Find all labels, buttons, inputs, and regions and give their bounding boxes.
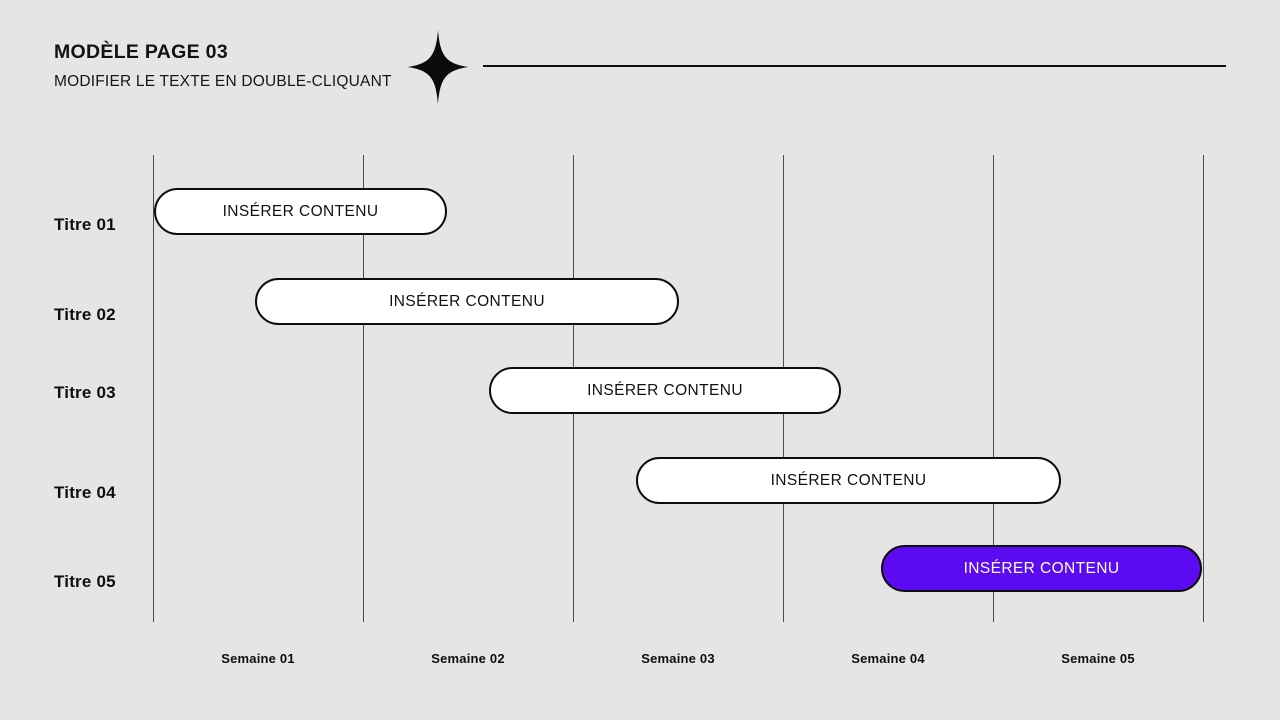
gridline (993, 155, 994, 622)
row-label-titre-05[interactable]: Titre 05 (54, 572, 116, 591)
gridline (1203, 155, 1204, 622)
page-subtitle[interactable]: MODIFIER LE TEXTE EN DOUBLE-CLIQUANT (54, 73, 392, 90)
column-label-semaine-02[interactable]: Semaine 02 (431, 651, 505, 666)
row-label-titre-02[interactable]: Titre 02 (54, 305, 116, 324)
gantt-bar-row-1[interactable]: INSÉRER CONTENU (154, 188, 447, 235)
gantt-bar-row-5-accent[interactable]: INSÉRER CONTENU (881, 545, 1202, 592)
gantt-bar-row-4[interactable]: INSÉRER CONTENU (636, 457, 1061, 504)
gantt-bar-label: INSÉRER CONTENU (770, 471, 927, 489)
gantt-bar-label: INSÉRER CONTENU (389, 292, 545, 310)
gantt-bar-label: INSÉRER CONTENU (587, 381, 743, 399)
column-label-semaine-03[interactable]: Semaine 03 (641, 651, 715, 666)
column-label-semaine-04[interactable]: Semaine 04 (851, 651, 925, 666)
row-label-titre-04[interactable]: Titre 04 (54, 483, 116, 502)
column-label-semaine-01[interactable]: Semaine 01 (221, 651, 295, 666)
page-title[interactable]: MODÈLE PAGE 03 (54, 41, 228, 63)
gantt-bar-row-3[interactable]: INSÉRER CONTENU (489, 367, 841, 414)
gridline (153, 155, 154, 622)
row-label-titre-03[interactable]: Titre 03 (54, 383, 116, 402)
sparkle-icon (407, 30, 469, 104)
column-label-semaine-05[interactable]: Semaine 05 (1061, 651, 1135, 666)
gantt-bar-row-2[interactable]: INSÉRER CONTENU (255, 278, 679, 325)
header-divider-line (483, 65, 1226, 67)
gantt-bar-label: INSÉRER CONTENU (963, 559, 1120, 577)
gantt-bar-label: INSÉRER CONTENU (222, 202, 379, 220)
row-label-titre-01[interactable]: Titre 01 (54, 215, 116, 234)
gridline (363, 155, 364, 622)
